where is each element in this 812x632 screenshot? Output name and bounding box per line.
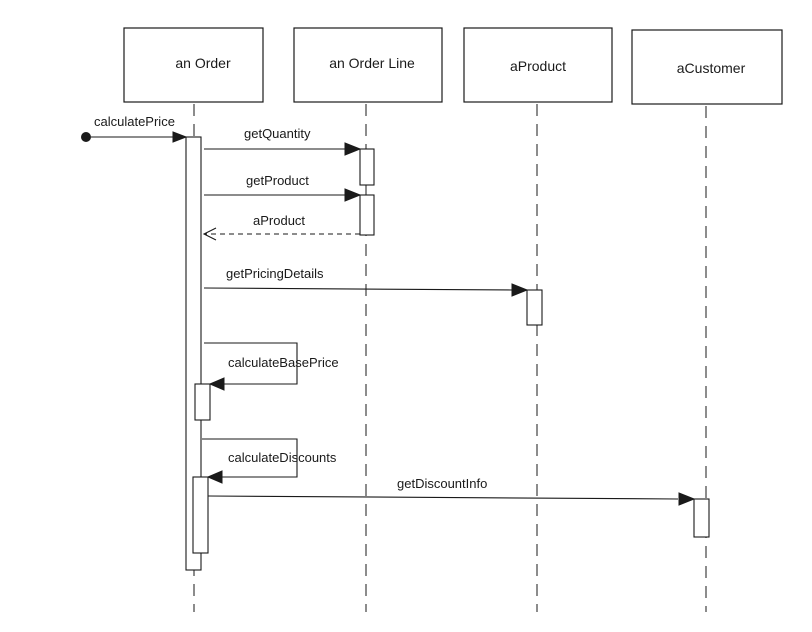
activation-order-base-price — [194, 383, 211, 421]
participant-order-line: an Order Line — [293, 27, 443, 103]
participant-order-label: an Order — [175, 55, 231, 71]
found-message-dot — [81, 132, 91, 142]
message-get-discount-info-label: getDiscountInfo — [397, 476, 487, 491]
message-calculate-price-label: calculatePrice — [94, 114, 175, 129]
activation-order-line-product — [359, 194, 375, 236]
message-get-product-label: getProduct — [246, 173, 309, 188]
message-a-product-return: aProduct — [202, 213, 360, 241]
participant-order: an Order — [123, 27, 264, 103]
message-calculate-discounts-label: calculateDiscounts — [228, 450, 337, 465]
participant-customer: aCustomer — [631, 29, 783, 105]
message-calculate-discounts: calculateDiscounts — [202, 438, 337, 484]
message-calculate-base-price-label: calculateBasePrice — [228, 355, 339, 370]
activation-customer — [693, 498, 710, 538]
message-get-discount-info: getDiscountInfo — [207, 476, 696, 506]
activation-product — [526, 289, 543, 326]
message-a-product-return-label: aProduct — [253, 213, 305, 228]
message-calculate-base-price: calculateBasePrice — [204, 342, 339, 391]
participant-product: aProduct — [463, 27, 613, 103]
activation-order-main — [185, 136, 202, 571]
activation-order-line-quantity — [359, 148, 375, 186]
message-get-product: getProduct — [204, 173, 362, 202]
message-get-quantity: getQuantity — [204, 126, 362, 156]
participant-order-line-label: an Order Line — [329, 55, 415, 71]
participant-product-label: aProduct — [510, 58, 566, 74]
participant-customer-label: aCustomer — [677, 60, 746, 76]
message-calculate-price: calculatePrice — [81, 114, 188, 143]
activation-order-discounts — [192, 476, 209, 554]
message-get-quantity-label: getQuantity — [244, 126, 311, 141]
message-get-pricing-details-label: getPricingDetails — [226, 266, 324, 281]
message-get-pricing-details: getPricingDetails — [203, 266, 529, 297]
